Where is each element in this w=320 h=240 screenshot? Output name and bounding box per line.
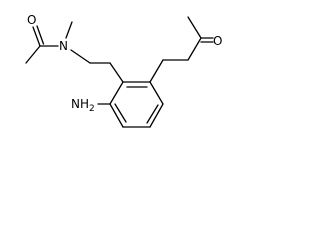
ring-bond-6 [109,81,124,105]
acetyl-group [25,25,59,64]
atom-label-amine-hydrogen: H [80,97,89,111]
benzene-ring [109,81,164,128]
atom-label-amide-nitrogen: N [59,39,68,53]
bond-carbonyl-double-a [32,26,41,47]
ring-bond-3 [149,103,164,128]
atom-label-ketone-oxygen: O [213,34,222,48]
bond-acetyl-methyl [25,45,41,64]
molecule-diagram: O N N H 2 O [25,13,222,128]
ring-bond-5 [109,103,124,128]
butanone-chain [149,16,214,83]
atom-label-amine: N H 2 [71,97,95,114]
ethyl-linker [70,49,124,83]
ring-double-inner-3 [114,103,127,123]
bond-n-methyl [65,21,73,39]
bond-ch2-to-ring [109,62,124,83]
bond-carbonyl-double-b [36,25,45,45]
bond-ch2-to-ketone [187,37,202,61]
bond-n-to-ch2 [70,49,91,64]
bond-ketone-methyl [187,16,202,39]
atom-label-amine-nitrogen: N [71,97,80,111]
atom-label-carbonyl-oxygen: O [27,13,36,27]
atom-label-amine-subscript: 2 [89,104,95,114]
ring-double-inner-2 [146,104,159,124]
ring-bond-2 [149,81,164,105]
bond-ring-to-ch2 [149,59,164,83]
